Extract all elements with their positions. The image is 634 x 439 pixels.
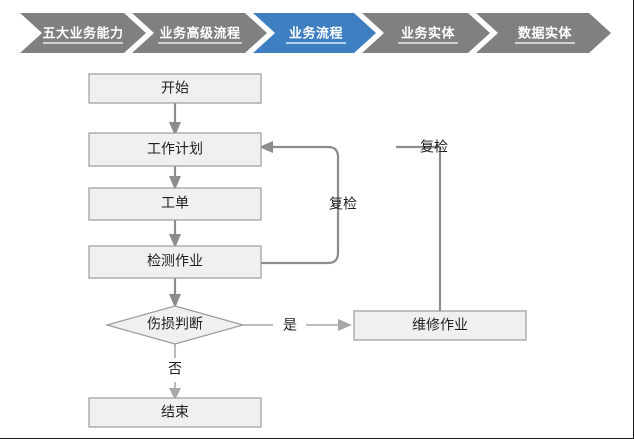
- edge-label-yes: 是: [283, 317, 297, 333]
- edge-order-to-inspect: [169, 220, 181, 248]
- breadcrumb-label-3: 业务实体: [401, 25, 456, 40]
- breadcrumb: 五大业务能力 业务高级流程 业务流程 业务实体: [0, 13, 633, 53]
- node-damage-decision-label: 伤损判断: [147, 316, 203, 332]
- breadcrumb-label-2: 业务流程: [289, 25, 343, 40]
- node-end[interactable]: 结束: [88, 397, 262, 428]
- edge-recheck-inner: [258, 141, 340, 265]
- node-work-plan-shape: [88, 132, 262, 167]
- edge-label-no: 否: [168, 361, 182, 377]
- node-work-plan-label: 工作计划: [147, 141, 203, 157]
- node-work-order-label: 工单: [161, 195, 189, 211]
- node-start[interactable]: 开始: [88, 73, 262, 104]
- edge-start-to-plan: [169, 103, 181, 136]
- node-end-shape: [88, 397, 262, 428]
- edge-label-recheck-outer: 复检: [420, 139, 448, 155]
- node-work-order[interactable]: 工单: [88, 187, 262, 221]
- edge-label-recheck-inner: 复检: [329, 196, 357, 212]
- node-repair-task-label: 维修作业: [412, 317, 468, 333]
- breadcrumb-item-1[interactable]: 业务高级流程: [132, 13, 267, 53]
- breadcrumb-label-0: 五大业务能力: [42, 25, 123, 40]
- breadcrumb-label-4: 数据实体: [518, 25, 573, 40]
- edge-recheck-outer: [396, 145, 442, 313]
- edge-decide-to-repair: [243, 319, 352, 331]
- edge-plan-to-order: [169, 166, 181, 190]
- breadcrumb-item-4[interactable]: 数据实体: [476, 13, 611, 53]
- breadcrumb-label-1: 业务高级流程: [159, 25, 240, 40]
- node-inspection-task-label: 检测作业: [147, 253, 203, 269]
- node-damage-decision[interactable]: 伤损判断: [104, 305, 246, 345]
- node-inspection-task-shape: [88, 245, 262, 279]
- node-inspection-task[interactable]: 检测作业: [88, 245, 262, 279]
- breadcrumb-item-3[interactable]: 业务实体: [362, 13, 490, 53]
- node-work-plan[interactable]: 工作计划: [88, 132, 262, 167]
- breadcrumb-item-0[interactable]: 五大业务能力: [20, 13, 146, 53]
- node-repair-task-shape: [353, 310, 527, 341]
- edge-inspect-to-decide: [169, 278, 181, 308]
- breadcrumb-chevron-4: [476, 13, 611, 53]
- breadcrumb-item-2[interactable]: 业务流程: [253, 13, 376, 53]
- node-start-shape: [88, 73, 262, 104]
- node-end-label: 结束: [161, 404, 189, 420]
- edge-decide-to-end: [169, 344, 181, 400]
- node-work-order-shape: [88, 187, 262, 221]
- node-damage-decision-shape: [104, 305, 246, 345]
- node-repair-task[interactable]: 维修作业: [353, 310, 527, 341]
- node-start-label: 开始: [161, 80, 189, 96]
